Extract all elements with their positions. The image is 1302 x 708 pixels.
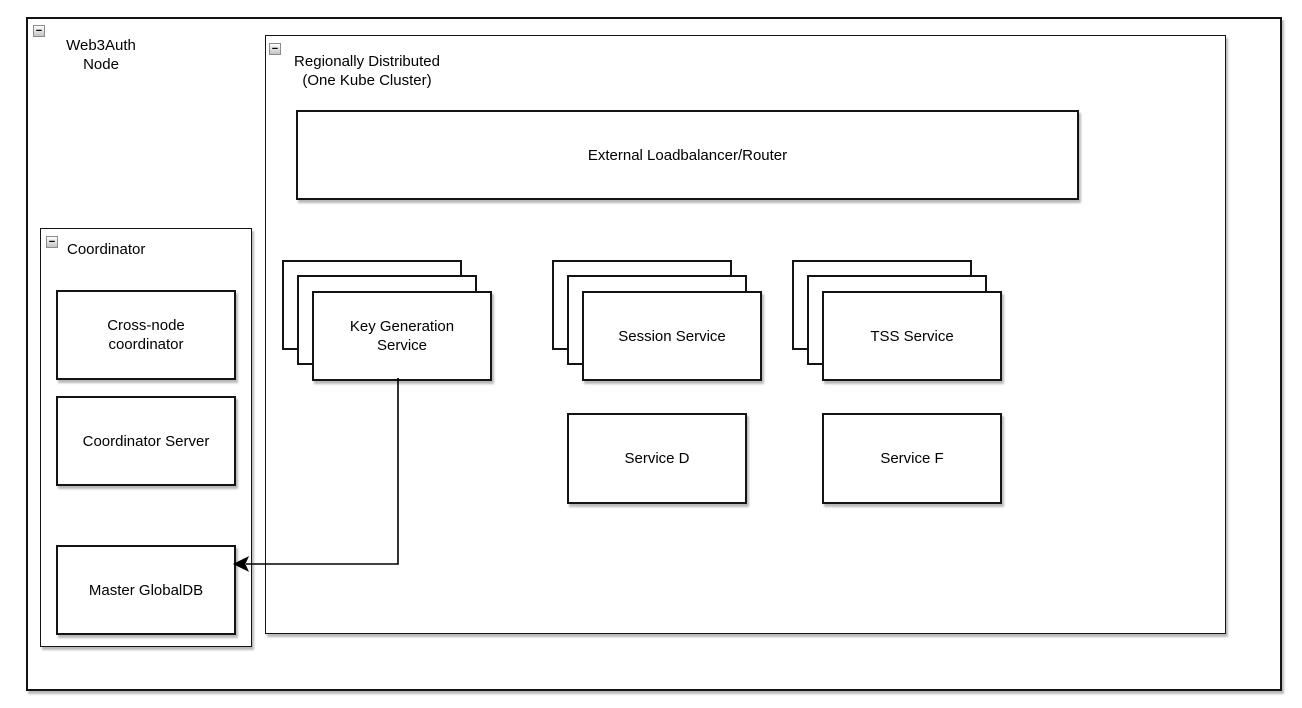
session-service-stack[interactable]: Session Service: [552, 260, 762, 381]
collapse-icon-coordinator[interactable]: −: [46, 236, 58, 248]
service-d-label: Service D: [624, 450, 690, 467]
external-loadbalancer-label: External Loadbalancer/Router: [587, 146, 788, 164]
coordinator-server-box[interactable]: Coordinator Server: [56, 396, 236, 486]
web3auth-node-label-line1: Web3Auth: [66, 37, 136, 54]
web3auth-node-label-line2: Node: [83, 56, 119, 73]
coordinator-server-label: Coordinator Server: [82, 432, 210, 450]
coordinator-label: Coordinator: [67, 241, 146, 258]
cross-node-coordinator-box[interactable]: Cross-node coordinator: [56, 290, 236, 380]
tss-service-stack[interactable]: TSS Service: [792, 260, 1002, 381]
tss-service-label: TSS Service: [870, 327, 954, 345]
group-web3auth-node[interactable]: − Web3Auth Node − Regionally Distributed…: [26, 17, 1282, 691]
web3auth-node-label: Web3Auth Node: [46, 36, 156, 74]
master-globaldb-box[interactable]: Master GlobalDB: [56, 545, 236, 635]
service-f-label: Service F: [880, 450, 944, 467]
regionally-distributed-label-line2: (One Kube Cluster): [302, 72, 432, 89]
group-regionally-distributed[interactable]: − Regionally Distributed (One Kube Clust…: [265, 35, 1226, 634]
collapse-icon-regionally-distributed[interactable]: −: [269, 43, 281, 55]
cross-node-coordinator-label: Cross-node coordinator: [107, 317, 185, 353]
collapse-icon-web3auth[interactable]: −: [33, 25, 45, 37]
keygen-service-label: Key Generation Service: [349, 318, 455, 354]
service-d-box[interactable]: Service D: [567, 413, 747, 504]
external-loadbalancer-box[interactable]: External Loadbalancer/Router: [296, 110, 1079, 200]
master-globaldb-label: Master GlobalDB: [88, 581, 204, 599]
keygen-service-stack[interactable]: Key Generation Service: [282, 260, 492, 381]
stack-layer-front: Key Generation Service: [312, 291, 492, 381]
regionally-distributed-label-line1: Regionally Distributed: [294, 53, 440, 70]
stack-layer-front: TSS Service: [822, 291, 1002, 381]
stack-layer-front: Session Service: [582, 291, 762, 381]
group-coordinator[interactable]: − Coordinator Cross-node coordinator Coo…: [40, 228, 252, 647]
session-service-label: Session Service: [618, 327, 726, 345]
service-f-box[interactable]: Service F: [822, 413, 1002, 504]
regionally-distributed-label: Regionally Distributed (One Kube Cluster…: [282, 52, 452, 90]
